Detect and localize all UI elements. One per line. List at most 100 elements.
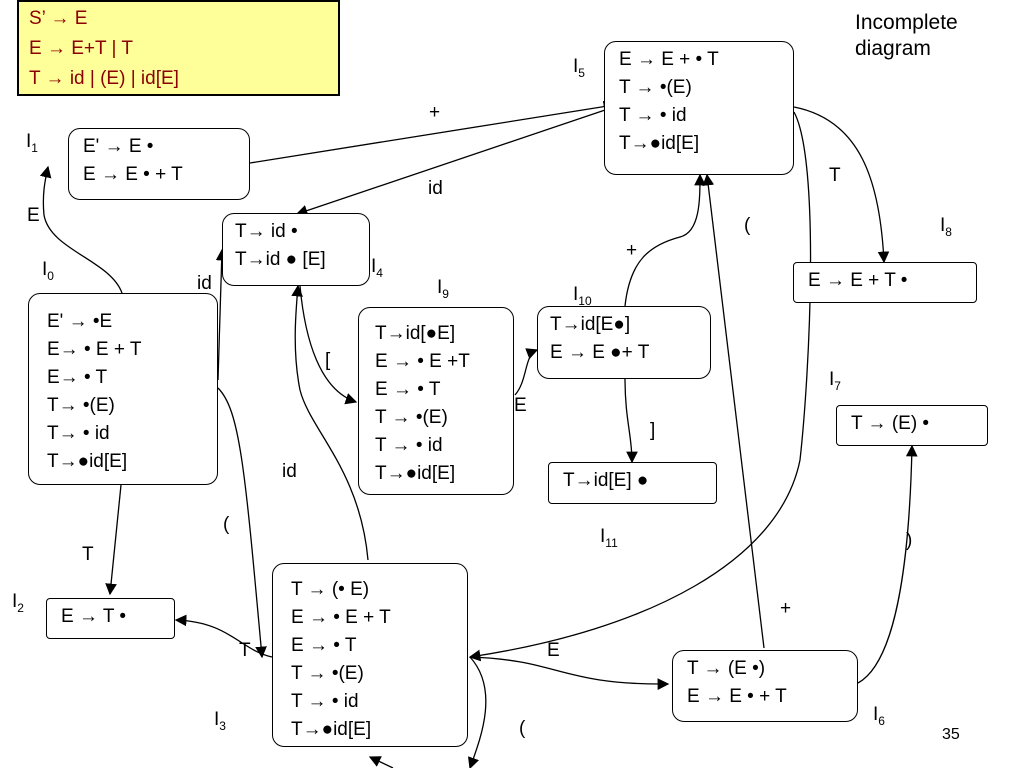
lr-item: T→●id[E] — [291, 719, 372, 740]
lr-item: T → (E) • — [851, 413, 930, 434]
note-line: diagram — [855, 37, 931, 60]
lr-item: E → E • + T — [687, 686, 787, 707]
lr-item: T→●id[E] — [619, 133, 700, 154]
state-name-I11: I11 — [600, 526, 618, 550]
edge-label: ( — [223, 514, 230, 535]
state-I1: E' → E • E → E • + T — [68, 128, 250, 200]
state-name-I3: I3 — [214, 709, 226, 733]
edge-label: + — [429, 102, 441, 123]
edge-label: + — [780, 598, 792, 619]
state-name-I2: I2 — [12, 591, 24, 615]
lr-item: T → (• E) — [291, 579, 370, 600]
edge-I0-I2 — [105, 484, 122, 596]
edge-I0-I1 — [39, 165, 123, 294]
edge-I6-I5 — [702, 173, 765, 649]
grammar-rule: T → id | (E) | id[E] — [29, 68, 179, 89]
edge-label: ( — [519, 718, 526, 739]
state-I3: T → (• E) E → • E + T E → • T T → •(E) T… — [272, 563, 468, 747]
lr-item: E → • E + T — [291, 607, 391, 628]
state-name-I1: I1 — [26, 131, 38, 155]
edge-I5-I4 — [295, 106, 615, 217]
lr-item: E → • E +T — [375, 351, 470, 372]
lr-item: T→ id • — [235, 221, 298, 242]
edge-I0-I4 — [215, 248, 228, 381]
edge-I1-I5 — [249, 100, 616, 164]
state-name-I4: I4 — [371, 256, 383, 280]
lr-item: T → • id — [291, 691, 359, 712]
state-name-I10: I10 — [573, 284, 592, 308]
grammar-box: S’ → E E → E+T | T T → id | (E) | id[E] — [17, 0, 340, 96]
edge-label: id — [197, 273, 212, 294]
edge-label: T — [82, 544, 94, 565]
edge-label: ] — [650, 420, 656, 441]
state-I0: E' → •E E→ • E + T E→ • T T→ •(E) T→ • i… — [28, 293, 218, 485]
lr-item: E → E • + T — [83, 164, 183, 185]
lr-item: T→ • id — [47, 423, 110, 444]
lr-item: T→●id[E] — [47, 451, 128, 472]
page-number: 35 — [942, 726, 960, 743]
grammar-rule: E → E+T | T — [29, 38, 134, 59]
edge-I3-I3-entry — [368, 756, 394, 768]
state-name-I8: I8 — [940, 215, 952, 239]
grammar-rule: S’ → E — [29, 8, 88, 29]
state-I8: E → E + T • — [793, 262, 977, 303]
lr-item: E → • T — [375, 379, 441, 400]
lr-item: T→●id[E] — [375, 463, 456, 484]
edge-label: ( — [744, 215, 751, 236]
lr-item: T → •(E) — [619, 77, 692, 98]
edge-I9-I4 — [291, 284, 369, 561]
lr-item: E → T • — [61, 606, 127, 627]
state-name-I5: I5 — [573, 56, 585, 80]
edge-I3-I3 — [467, 656, 487, 768]
state-I9: T→id[●E] E → • E +T E → • T T → •(E) T →… — [358, 307, 514, 495]
lr-item: E → • T — [291, 635, 357, 656]
lr-item: E → E + T • — [808, 270, 908, 291]
edge-label: T — [829, 165, 841, 186]
edge-I6-I7 — [857, 444, 918, 684]
edge-I3-I6 — [469, 656, 670, 690]
lr-item: T→id[●E] — [375, 323, 456, 344]
state-I7: T → (E) • — [836, 405, 988, 446]
edge-I10-I11 — [624, 377, 638, 464]
edge-I0-I3 — [217, 387, 267, 659]
edge-label: E — [27, 205, 40, 226]
edge-I10-I5 — [624, 173, 706, 307]
lr-item: E' → E • — [83, 136, 154, 157]
edge-label: E — [547, 640, 560, 661]
edge-label: + — [626, 240, 638, 261]
state-name-I9: I9 — [437, 277, 449, 301]
note: Incomplete diagram — [855, 10, 958, 62]
edge-label: id — [282, 461, 297, 482]
state-I11: T→id[E] ● — [548, 462, 717, 504]
lr-item: T→id ● [E] — [235, 249, 326, 270]
state-name-I0: I0 — [42, 259, 54, 283]
note-line: Incomplete — [855, 11, 958, 34]
lr-item: E → E ●+ T — [550, 342, 650, 363]
edge-I5-I8 — [793, 106, 890, 264]
edge-label: ) — [906, 530, 913, 551]
state-name-I6: I6 — [873, 704, 885, 728]
state-I5: E → E + • T T → •(E) T → • id T→●id[E] — [604, 41, 794, 175]
state-I2: E → T • — [46, 598, 175, 639]
edge-I5-I3 — [468, 111, 812, 662]
edge-I3-I2 — [174, 614, 273, 658]
edge-I4-I9 — [299, 285, 358, 405]
edge-I9-I10 — [514, 348, 539, 396]
lr-item: T → (E •) — [687, 658, 766, 679]
lr-item: E→ • T — [47, 367, 108, 388]
edge-label: T — [239, 640, 251, 661]
state-I10: T→id[E●] E → E ●+ T — [537, 306, 711, 379]
lr-item: T→id[E] ● — [563, 470, 649, 491]
lr-item: T → •(E) — [375, 407, 448, 428]
lr-item: E → E + • T — [619, 49, 719, 70]
lr-item: T → •(E) — [291, 663, 364, 684]
edge-label: [ — [325, 350, 331, 371]
lr-item: T → • id — [375, 435, 443, 456]
lr-item: T→id[E●] — [550, 314, 631, 335]
edge-label: E — [514, 395, 527, 416]
lr-item: T → • id — [619, 105, 687, 126]
state-I4: T→ id • T→id ● [E] — [222, 213, 370, 286]
state-I6: T → (E •) E → E • + T — [672, 650, 858, 722]
lr-item: E' → •E — [47, 311, 113, 332]
